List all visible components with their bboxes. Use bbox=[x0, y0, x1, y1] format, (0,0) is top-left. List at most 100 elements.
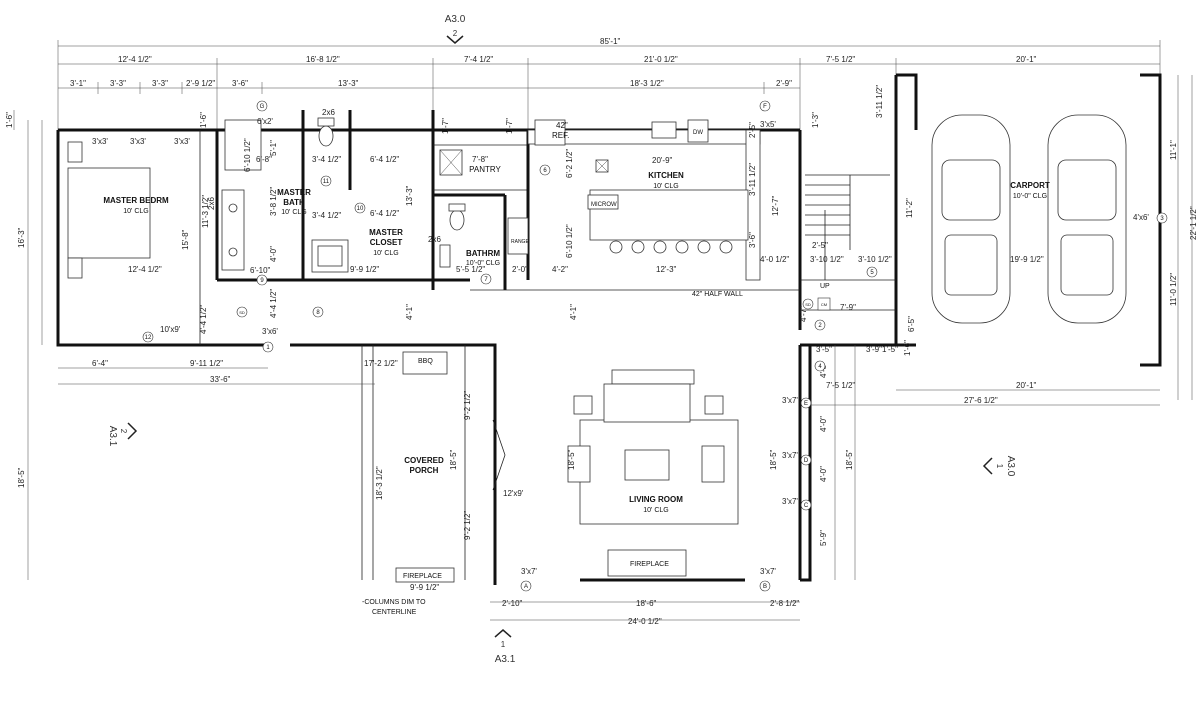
walls bbox=[56, 73, 1162, 585]
dim-top-5: 7'-5 1/2" bbox=[826, 55, 855, 64]
section-right-sheet: A3.0 bbox=[1005, 456, 1016, 477]
dim-st-3-5: 3'-5" bbox=[816, 345, 832, 354]
dim-lr-3x7: 3'x7' bbox=[782, 396, 798, 405]
dim-kit-3-11: 3'-11 1/2" bbox=[748, 163, 757, 196]
dim-porch-18-3: 18'-3 1/2" bbox=[375, 466, 384, 500]
dim-kit-2-0: 2'-0" bbox=[512, 265, 528, 274]
room-clg-carport: 10'-0" CLG bbox=[1013, 193, 1047, 200]
dim-cp-19-9: 19'-9 1/2" bbox=[1010, 255, 1044, 264]
dim-bath-3-8: 3'-8 1/2" bbox=[269, 187, 278, 216]
co-monitor-icon bbox=[817, 297, 831, 311]
label-sd-hall: SD bbox=[239, 310, 245, 315]
dim-overall-top: 85'-1" bbox=[600, 37, 621, 46]
grid-tag-10: 10 bbox=[357, 206, 364, 212]
dim-cp-11-0: 11'-0 1/2" bbox=[1169, 273, 1178, 306]
bedroom-bed bbox=[67, 141, 151, 279]
top-dimension-lines: 85'-1" 12'-4 1/2" 16'-8 1/2" 7'-4 1/2" 2… bbox=[57, 37, 1161, 130]
bottom-dimensions: 2'-10" 18'-6" 2'-8 1/2" 24'-0 1/2" bbox=[490, 599, 800, 626]
toilets bbox=[317, 117, 466, 268]
label-bbq: BBQ bbox=[418, 358, 433, 365]
dim-lr-18-5b: 18'-5" bbox=[845, 449, 854, 470]
room-master-bath: MASTER BATH 10' CLG bbox=[277, 188, 311, 216]
dim-top3-1: 3'-1" bbox=[70, 79, 86, 88]
room-clg-master-bath: 10' CLG bbox=[281, 209, 306, 216]
grid-tag-5: 5 bbox=[870, 270, 874, 276]
dim-hall-1-3: 1'-3" bbox=[811, 112, 820, 128]
dim-bt-24-0: 24'-0 1/2" bbox=[628, 617, 662, 626]
dim-st-1-5: 1'-5" bbox=[882, 345, 898, 354]
dim-top3-4: 2'-9 1/2" bbox=[186, 79, 215, 88]
room-master-bedroom: MASTER BEDRM 10' CLG bbox=[103, 196, 169, 215]
toilet-bathroom bbox=[449, 209, 465, 231]
living-room-furniture bbox=[567, 369, 739, 577]
dim-top3-5: 3'-6" bbox=[232, 79, 248, 88]
dim-hall-4-1b: 4'-1" bbox=[569, 304, 578, 320]
dim-top3-2: 3'-3" bbox=[110, 79, 126, 88]
lower-left-dimensions: 6'-4" 9'-11 1/2" 33'-6" 17'-2 1/2" bbox=[58, 359, 398, 385]
grid-tag-12: 12 bbox=[145, 335, 152, 341]
grid-tag-d: D bbox=[804, 458, 809, 464]
label-half-wall: 42" HALF WALL bbox=[692, 291, 743, 298]
toilet-master bbox=[318, 125, 334, 147]
label-dishwasher: DW bbox=[693, 130, 703, 136]
dim-top-4: 21'-0 1/2" bbox=[644, 55, 678, 64]
island-stools bbox=[609, 240, 733, 254]
dim-lr-3x7e: 3'x7' bbox=[521, 567, 537, 576]
dim-porch-9-2: 9'-2 1/2" bbox=[463, 391, 472, 420]
grid-tag-11: 11 bbox=[323, 179, 330, 185]
smoke-detector-icon bbox=[802, 298, 814, 310]
bbq bbox=[402, 351, 448, 375]
dim-bl-9-11: 9'-11 1/2" bbox=[190, 359, 223, 368]
dim-lr-4-0: 4'-0" bbox=[819, 416, 828, 432]
dim-porch-9-9: 9'-9 1/2" bbox=[410, 583, 439, 592]
dim-lr-3x7c: 3'x7' bbox=[782, 497, 798, 506]
room-name-bathroom: BATHRM bbox=[466, 249, 500, 258]
dim-kit-2-5: 2'-5" bbox=[748, 122, 757, 138]
dim-kit-12-3: 12'-3" bbox=[656, 265, 677, 274]
win-bed-3: 3'x3' bbox=[174, 137, 190, 146]
dim-porch-18-5: 18'-5" bbox=[449, 449, 458, 470]
stair bbox=[805, 174, 890, 280]
section-marker-left: A3.1 2 bbox=[107, 422, 138, 447]
dim-cp-11-1: 11'-1" bbox=[1169, 140, 1178, 160]
dim-closet-2x6: 2x6 bbox=[428, 235, 441, 244]
dim-hall-1-7b: 1'-7" bbox=[505, 118, 514, 134]
room-clg-kitchen: 10' CLG bbox=[653, 183, 678, 190]
dim-cp-22-1: 22'-1 1/2" bbox=[1189, 206, 1198, 240]
dim-porch-12x9: 12'x9' bbox=[503, 489, 524, 498]
nightstand-top bbox=[67, 141, 83, 163]
dim-st-3-11: 3'-11 1/2" bbox=[875, 85, 884, 118]
living-dimensions: 18'-5" 18'-5" 18'-5" 4'-8" 4'-0" 4'-0" 5… bbox=[375, 345, 856, 592]
side-chair-right bbox=[701, 445, 725, 483]
room-name-porch-1: COVERED bbox=[404, 456, 444, 465]
room-clg-bathroom: 10'-0" CLG bbox=[466, 260, 500, 267]
grid-tag-2: 2 bbox=[818, 323, 822, 329]
dim-st-6-5: 6'-5" bbox=[907, 316, 916, 332]
dim-pantry: 7'-8" bbox=[472, 155, 488, 164]
armchair-left bbox=[573, 395, 593, 415]
dim-top-3: 7'-4 1/2" bbox=[464, 55, 493, 64]
dim-bath-2x6: 2x6 bbox=[322, 108, 335, 117]
dim-closet-6-4b: 6'-4 1/2" bbox=[370, 209, 399, 218]
dim-kit-3-6: 3'-6" bbox=[748, 232, 757, 248]
dim-hall-10x9: 10'x9' bbox=[160, 325, 181, 334]
grid-tag-6: 6 bbox=[543, 168, 547, 174]
kitchen-counters bbox=[507, 119, 761, 281]
carport-car-left bbox=[931, 114, 1011, 324]
refrigerator bbox=[534, 119, 566, 146]
left-dimension-lines: 18'-5" 16'-3" 1'-6" bbox=[5, 110, 43, 580]
dim-top3-8: 2'-9" bbox=[776, 79, 792, 88]
dim-bath-6-8: 6'-8" bbox=[256, 155, 272, 164]
grid-tag-7: 7 bbox=[484, 277, 488, 283]
stair-dimensions: 3'-11 1/2" 11'-2" 4'-0 1/2" 3'-10 1/2" 3… bbox=[760, 85, 916, 356]
dim-cp-4x6: 4'x6' bbox=[1133, 213, 1149, 222]
dim-bath-6x2: 6'x2' bbox=[257, 117, 273, 126]
dim-top-2: 16'-8 1/2" bbox=[306, 55, 340, 64]
dim-left-18-5: 18'-5" bbox=[17, 467, 26, 488]
room-bathroom: BATHRM 10'-0" CLG bbox=[466, 249, 500, 267]
label-sd: SD bbox=[805, 302, 811, 307]
dim-bl-17-2: 17'-2 1/2" bbox=[364, 359, 398, 368]
section-left-num: 2 bbox=[119, 429, 128, 434]
label-range: RANGE bbox=[511, 239, 529, 245]
label-ref-2: REF. bbox=[552, 131, 569, 140]
